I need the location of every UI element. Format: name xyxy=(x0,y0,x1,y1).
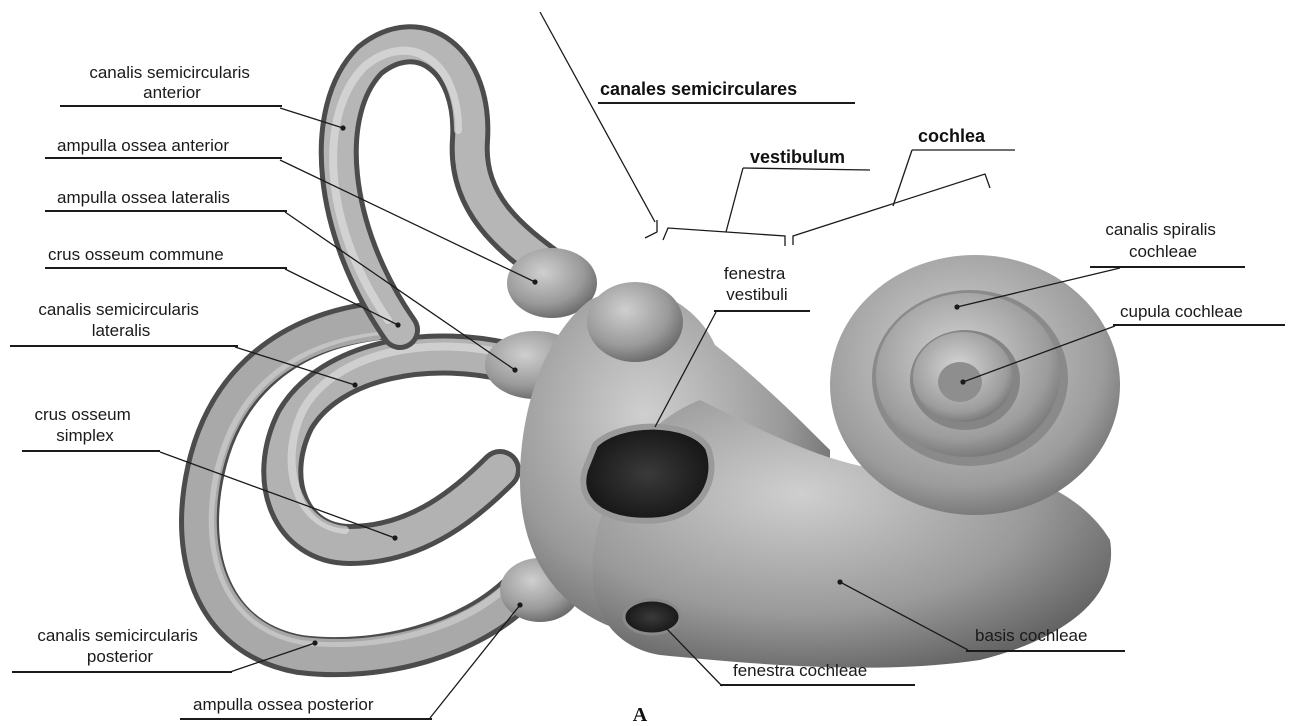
label-canalis-spiralis-cochleae: canalis spiralis cochleae xyxy=(1105,220,1220,261)
label-vestibulum: vestibulum xyxy=(750,147,845,167)
fenestra-vestibuli-hole xyxy=(583,427,711,521)
label-cochlea: cochlea xyxy=(918,126,986,146)
label-ampulla-ossea-lateralis: ampulla ossea lateralis xyxy=(57,188,230,207)
cochlea-apex xyxy=(938,362,982,402)
label-cupula-cochleae: cupula cochleae xyxy=(1120,302,1243,321)
label-ampulla-ossea-anterior: ampulla ossea anterior xyxy=(57,136,229,155)
label-canalis-semicircularis-anterior: canalis semicircularis anterior xyxy=(89,63,254,102)
label-fenestra-vestibuli: fenestra vestibuli xyxy=(724,264,790,304)
label-canalis-semicircularis-posterior: canalis semicircularis posterior xyxy=(37,626,202,666)
label-crus-osseum-simplex: crus osseum simplex xyxy=(34,405,135,445)
label-fenestra-cochleae: fenestra cochleae xyxy=(733,661,867,680)
label-ampulla-ossea-posterior: ampulla ossea posterior xyxy=(193,695,374,714)
label-basis-cochleae: basis cochleae xyxy=(975,626,1087,645)
fenestra-cochleae-hole xyxy=(624,600,680,634)
figure-letter: A xyxy=(633,704,648,726)
vestibule-bump xyxy=(587,282,683,362)
label-crus-osseum-commune: crus osseum commune xyxy=(48,245,224,264)
label-canalis-semicircularis-lateralis: canalis semicircularis lateralis xyxy=(38,300,203,340)
label-canales-semicirculares: canales semicirculares xyxy=(600,79,797,99)
